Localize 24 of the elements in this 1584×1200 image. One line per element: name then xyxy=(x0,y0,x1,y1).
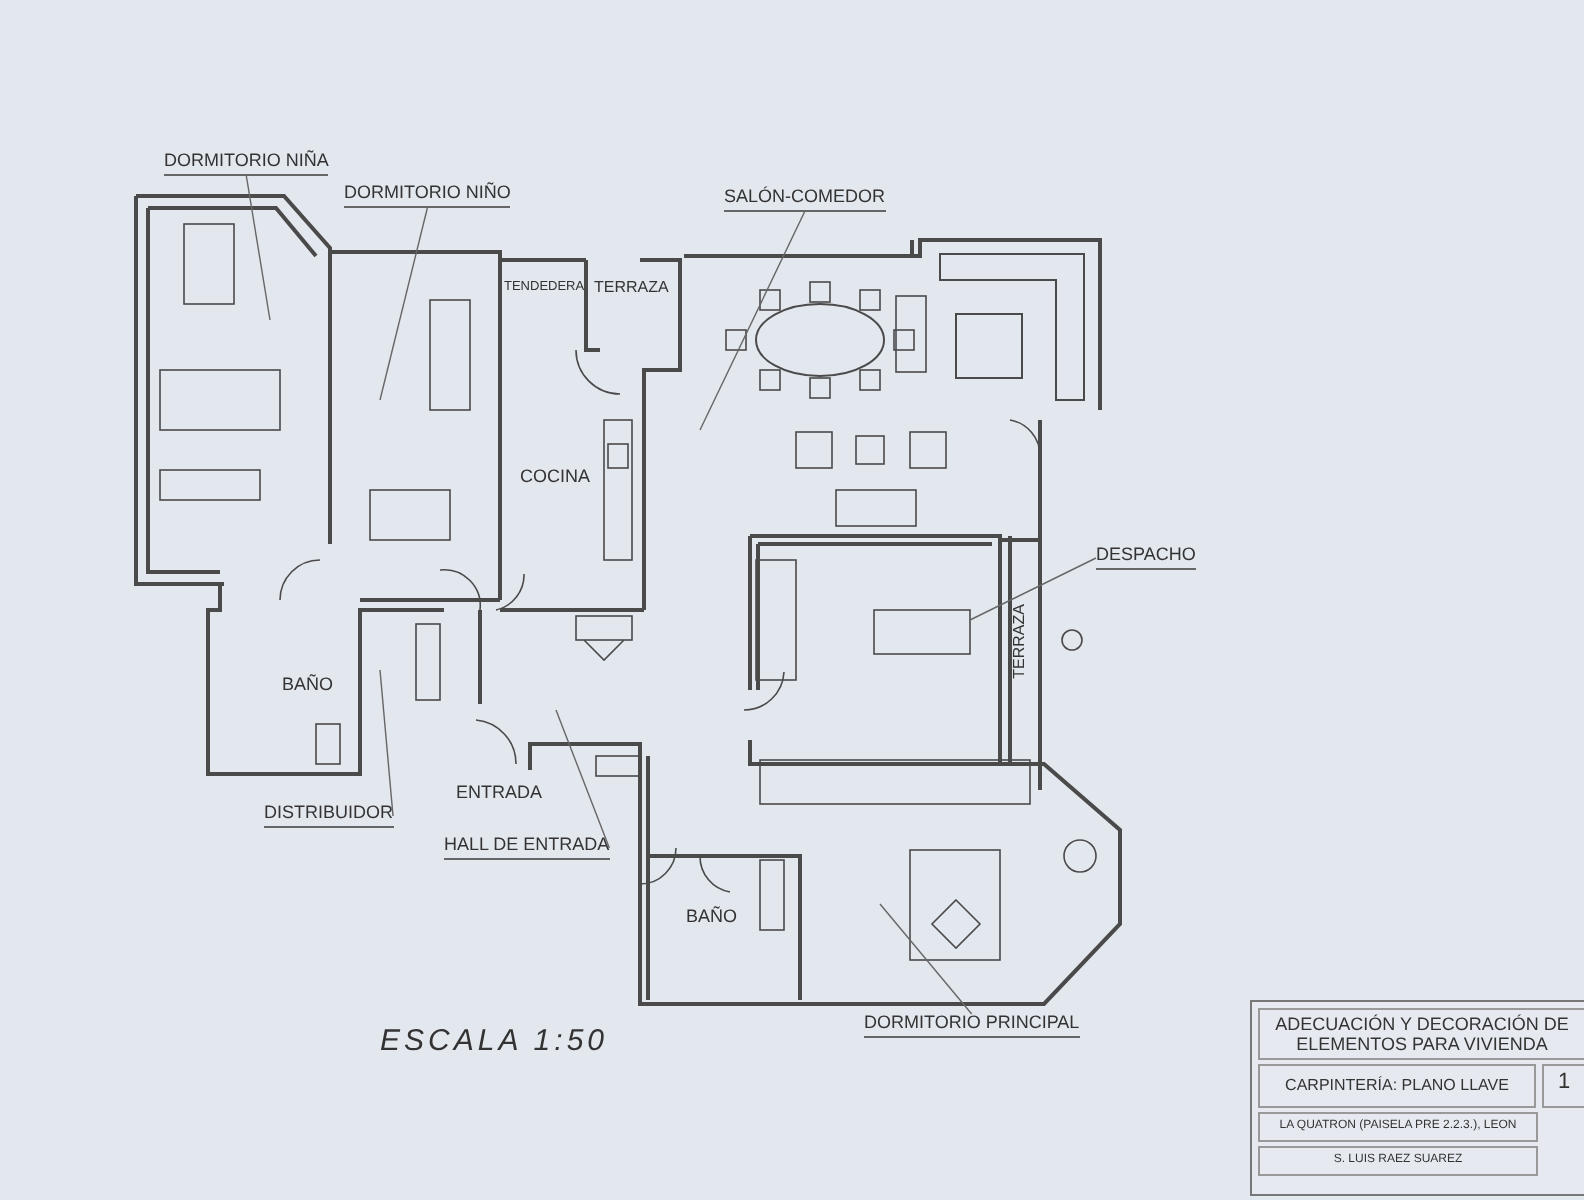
room-label: DORMITORIO PRINCIPAL xyxy=(864,1014,1080,1038)
room-label: TERRAZA xyxy=(1012,604,1028,679)
leader-line xyxy=(245,175,271,321)
room-label: SALÓN-COMEDOR xyxy=(724,188,886,212)
room-label: DORMITORIO NIÑA xyxy=(164,152,329,176)
leader-line xyxy=(379,207,429,401)
room-label: TERRAZA xyxy=(594,280,669,296)
leader-line xyxy=(699,211,806,431)
room-label: BAÑO xyxy=(686,908,738,926)
room-label: DORMITORIO NIÑO xyxy=(344,184,511,208)
room-label: BAÑO xyxy=(282,676,334,694)
sheet-number: 1 xyxy=(1542,1064,1584,1108)
leader-line xyxy=(879,903,973,1015)
room-label: HALL DE ENTRADA xyxy=(444,836,610,860)
room-label: DESPACHO xyxy=(1096,546,1196,570)
scale-note: ESCALA 1:50 xyxy=(380,1026,608,1056)
leader-line xyxy=(555,709,611,849)
leader-line xyxy=(379,669,394,817)
room-label: ENTRADA xyxy=(456,784,543,802)
project-title: ADECUACIÓN Y DECORACIÓN DE ELEMENTOS PARA VIVIENDA xyxy=(1258,1008,1584,1060)
leader-line xyxy=(969,557,1097,621)
room-label: DISTRIBUIDOR xyxy=(264,804,394,828)
room-label: COCINA xyxy=(520,468,591,486)
drawing-title: CARPINTERÍA: PLANO LLAVE xyxy=(1258,1064,1536,1108)
